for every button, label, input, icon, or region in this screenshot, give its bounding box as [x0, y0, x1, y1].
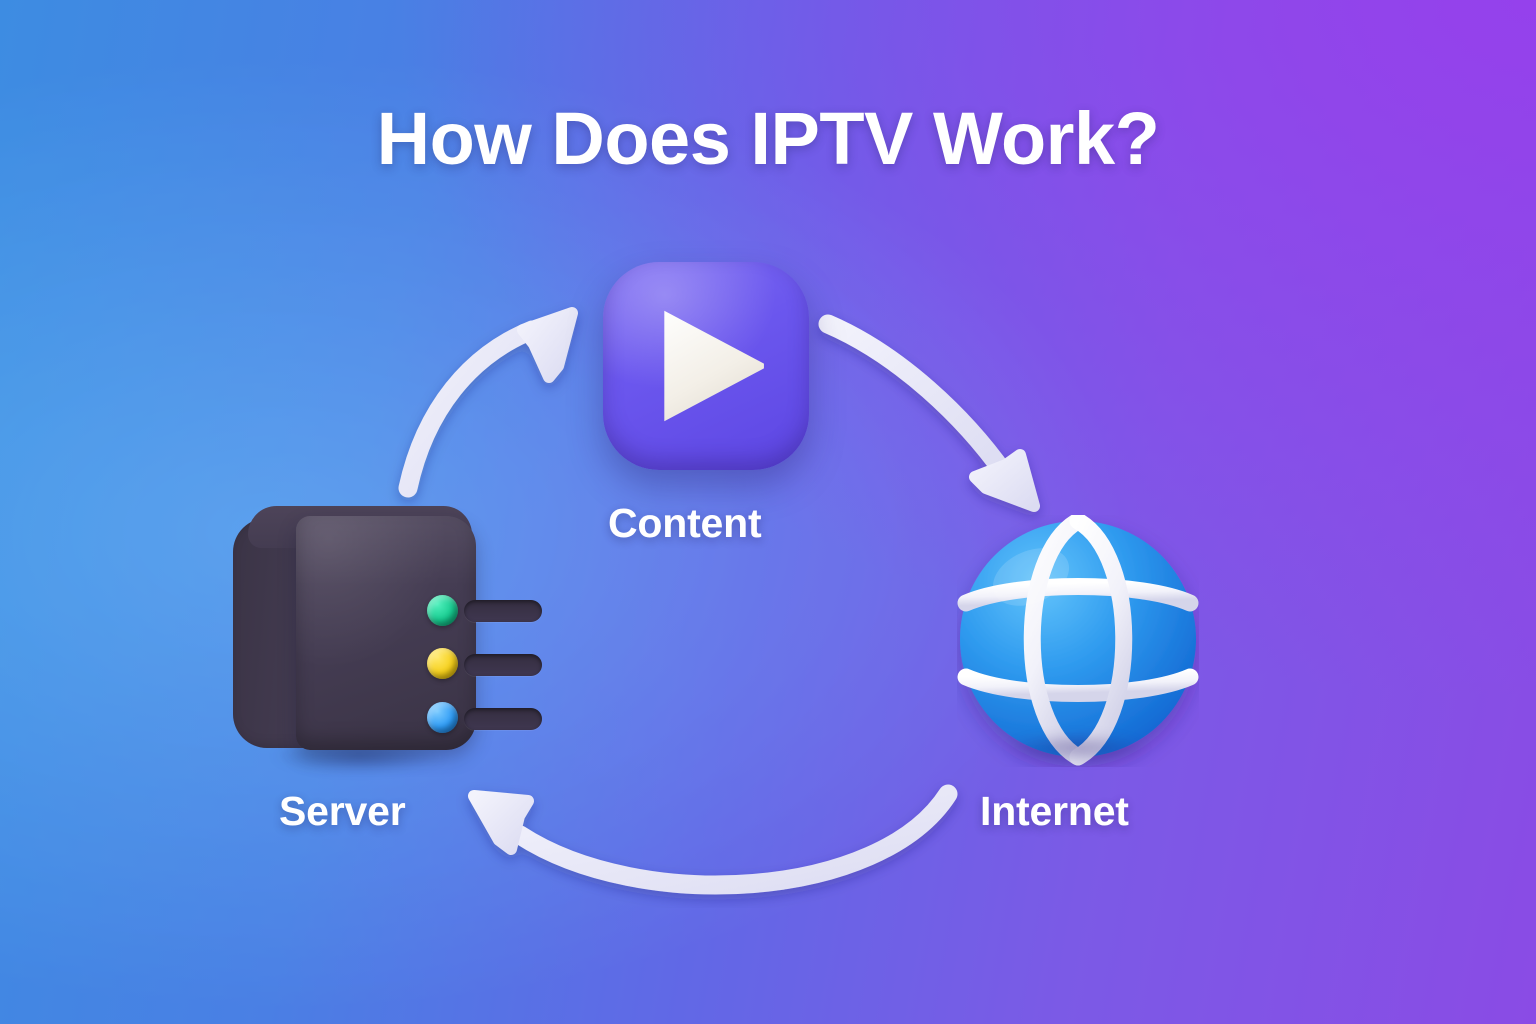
- arrow-internet-to-server: [468, 784, 958, 895]
- arrow-content-to-internet: [818, 314, 1040, 512]
- server-front-face: [296, 516, 542, 750]
- node-content[interactable]: [603, 262, 809, 470]
- page-title: How Does IPTV Work?: [376, 97, 1160, 180]
- server-slot: [464, 600, 542, 622]
- node-label-internet: Internet: [980, 788, 1129, 834]
- arrow-server-to-content: [398, 307, 578, 498]
- status-led-yellow: [427, 648, 458, 679]
- globe-shadow: [977, 727, 1177, 769]
- status-led-green: [427, 595, 458, 626]
- status-led-blue: [427, 702, 458, 733]
- node-server[interactable]: [222, 495, 542, 780]
- node-label-content: Content: [608, 500, 762, 546]
- server-slot: [464, 708, 542, 730]
- node-internet[interactable]: [957, 512, 1199, 769]
- globe-icon: [957, 512, 1199, 766]
- node-label-server: Server: [279, 788, 406, 834]
- server-slot: [464, 654, 542, 676]
